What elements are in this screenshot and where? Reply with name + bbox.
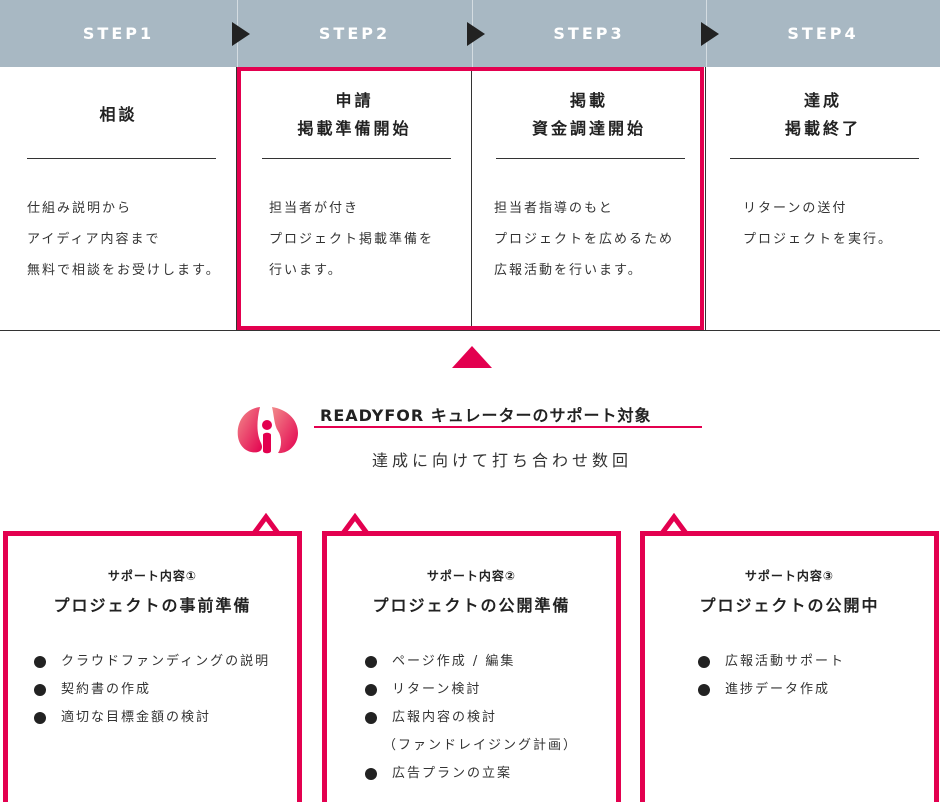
support-target-underline	[314, 426, 702, 428]
support-2-list: ページ作成 / 編集 リターン検討 広報内容の検討 （ファンドレイジング計画） …	[365, 648, 578, 788]
step-2-title-line: 掲載準備開始	[297, 119, 412, 138]
support-3-label: サポート内容③	[744, 569, 835, 583]
step-2-desc-line: プロジェクト掲載準備を	[269, 232, 435, 247]
support-target-title: READYFOR キュレーターのサポート対象	[320, 406, 652, 425]
step-2-column: 申請 掲載準備開始 担当者が付き プロジェクト掲載準備を 行います。	[237, 67, 472, 331]
column-divider	[705, 67, 706, 331]
triangle-up-icon	[452, 346, 492, 368]
list-item: クラウドファンディングの説明	[34, 648, 270, 676]
column-divider	[471, 67, 472, 331]
step-3-desc-line: 広報活動を行います。	[494, 263, 643, 278]
step-1-description: 仕組み説明から アイディア内容まで 無料で相談をお受けします。	[27, 193, 221, 286]
step-2-desc-line: 担当者が付き	[269, 201, 360, 216]
step-3-label: STEP3	[553, 24, 625, 43]
support-1-label: サポート内容①	[107, 569, 198, 583]
step-4-title-line: 掲載終了	[784, 119, 861, 138]
list-item: 広告プランの立案	[365, 760, 578, 788]
step-2-title-line: 申請	[335, 91, 374, 110]
support-3-list: 広報活動サポート 進捗データ作成	[698, 648, 845, 704]
readyfor-logo-icon	[237, 407, 298, 454]
step-3-description: 担当者指導のもと プロジェクトを広めるため 広報活動を行います。	[494, 193, 674, 286]
support-target-subtitle: 達成に向けて打ち合わせ数回	[372, 451, 633, 470]
support-box-2: サポート内容② プロジェクトの公開準備 ページ作成 / 編集 リターン検討 広報…	[322, 531, 621, 802]
column-divider	[236, 67, 237, 331]
support-2-label: サポート内容②	[426, 569, 517, 583]
step-1-desc-line: 無料で相談をお受けします。	[27, 263, 221, 278]
step-1-desc-line: アイディア内容まで	[27, 232, 161, 247]
step-header: STEP1 STEP2 STEP3 STEP4	[0, 0, 940, 67]
arrow-right-icon	[467, 22, 485, 46]
support-1-list: クラウドファンディングの説明 契約書の作成 適切な目標金額の検討	[34, 648, 270, 732]
step-4-column: 達成 掲載終了 リターンの送付 プロジェクトを実行。	[706, 67, 940, 331]
step-4-label: STEP4	[787, 24, 859, 43]
step-1-column: 相談 仕組み説明から アイディア内容まで 無料で相談をお受けします。	[0, 67, 237, 331]
support-1-title: プロジェクトの事前準備	[53, 596, 252, 615]
support-box-3: サポート内容③ プロジェクトの公開中 広報活動サポート 進捗データ作成	[640, 531, 939, 802]
support-2-title: プロジェクトの公開準備	[372, 596, 571, 615]
step-4-title: 達成 掲載終了	[706, 87, 940, 143]
arrow-right-icon	[232, 22, 250, 46]
support-scope-highlight	[237, 67, 704, 330]
list-item: ページ作成 / 編集	[365, 648, 578, 676]
step-1-label: STEP1	[82, 24, 155, 43]
step-2-description: 担当者が付き プロジェクト掲載準備を 行います。	[269, 193, 434, 286]
step-2-title: 申請 掲載準備開始	[237, 87, 472, 143]
step-1-desc-line: 仕組み説明から	[27, 201, 133, 216]
step-3-title: 掲載 資金調達開始	[472, 87, 706, 143]
step-3-column: 掲載 資金調達開始 担当者指導のもと プロジェクトを広めるため 広報活動を行いま…	[472, 67, 706, 331]
step-1-title-line: 相談	[99, 105, 138, 124]
arrow-right-icon	[701, 22, 719, 46]
list-item: 広報内容の検討	[365, 704, 578, 732]
list-item: リターン検討	[365, 676, 578, 704]
list-item: 進捗データ作成	[698, 676, 845, 704]
list-item: 適切な目標金額の検討	[34, 704, 270, 732]
support-box-1: サポート内容① プロジェクトの事前準備 クラウドファンディングの説明 契約書の作…	[3, 531, 302, 802]
step-3-desc-line: プロジェクトを広めるため	[494, 232, 675, 247]
step-2-desc-line: 行います。	[269, 263, 343, 278]
step-2-label: STEP2	[318, 24, 391, 43]
list-item: 広報活動サポート	[698, 648, 845, 676]
step-1-title: 相談	[0, 101, 237, 129]
step-1-rule	[27, 158, 216, 159]
list-item: 契約書の作成	[34, 676, 270, 704]
step-4-desc-line: プロジェクトを実行。	[743, 232, 894, 247]
support-3-title: プロジェクトの公開中	[699, 596, 880, 615]
step-3-title-line: 資金調達開始	[531, 119, 646, 138]
step-3-desc-line: 担当者指導のもと	[494, 201, 614, 216]
step-4-title-line: 達成	[803, 91, 842, 110]
step-4-rule	[730, 158, 919, 159]
step-4-desc-line: リターンの送付	[743, 201, 848, 216]
steps-bottom-rule	[0, 330, 940, 331]
step-4-description: リターンの送付 プロジェクトを実行。	[743, 193, 893, 255]
step-2-rule	[262, 158, 451, 159]
step-3-rule	[496, 158, 685, 159]
step-3-title-line: 掲載	[569, 91, 608, 110]
list-item-note: （ファンドレイジング計画）	[383, 738, 579, 753]
